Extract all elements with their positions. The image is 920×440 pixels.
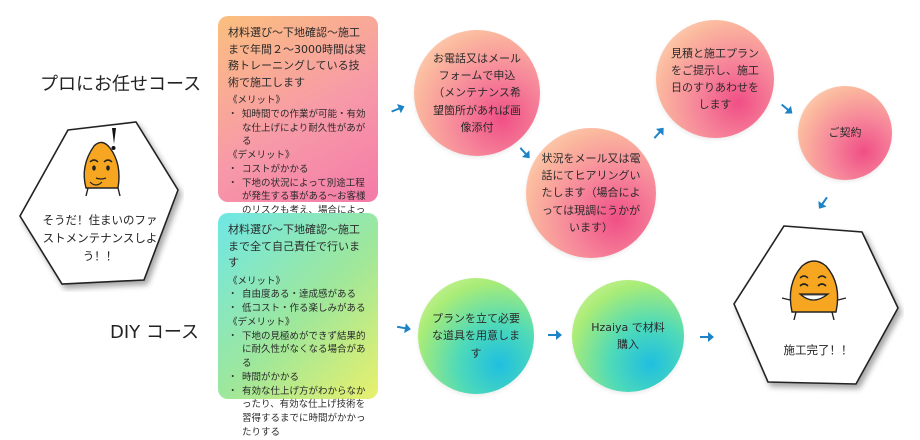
diy-demerit-item: 下地の見極めができず結果的に耐久性がなくなる場合がある	[228, 330, 368, 371]
thinking-character-icon	[83, 128, 121, 197]
diy-course-label: DIY コース	[110, 322, 199, 343]
pro-course-info-box: 材料選び〜下地確認〜施工まで年間２〜3000時間は実務トレーニングしている技術で…	[218, 16, 378, 230]
flow-arrow	[548, 330, 562, 340]
pro-merit-header: 《メリット》	[228, 95, 286, 106]
pro-step-contract: ご契約	[798, 86, 892, 180]
pro-demerit-header: 《デメリット》	[228, 150, 295, 162]
flow-arrow	[390, 102, 407, 117]
diy-step-purchase: Hzaiya で材料購入	[572, 280, 684, 392]
pro-intro: 材料選び〜下地確認〜施工まで年間２〜3000時間は実務トレーニングしている技術で…	[228, 26, 366, 89]
diagram-canvas: { "pro_course": { "label": "プロにお任せコース", …	[0, 0, 920, 418]
flow-arrow	[517, 144, 534, 161]
diy-intro: 材料選び〜下地確認〜施工まで全て自己責任で行います	[228, 223, 360, 269]
diy-demerit-item: 有効な仕上げ方がわからなかったり、有効な仕上げ技術を習得するまでに時間がかかった…	[228, 385, 368, 440]
diy-demerit-header: 《デメリット》	[228, 316, 295, 328]
flow-arrow	[700, 332, 714, 342]
flow-arrow	[815, 194, 831, 211]
diy-merit-header: 《メリット》	[228, 275, 286, 287]
start-text: そうだ！住まいのファストメンテナンスしよう！！	[42, 213, 158, 263]
start-hexagon	[19, 121, 179, 285]
diy-demerit-item: 時間がかかる	[228, 371, 368, 385]
flow-arrow	[778, 101, 795, 118]
diy-step-plan: プランを立て必要な道具を用意します	[418, 278, 534, 394]
diy-merit-item: 自由度ある・達成感がある	[228, 288, 368, 302]
pro-demerit-item: コストがかかる	[228, 163, 368, 177]
flow-arrow	[651, 124, 668, 141]
pro-step-estimate: 見積と施工プランをご提示し、施工日のすりあわせをします	[656, 20, 774, 138]
diy-merit-item: 低コスト・作る楽しみがある	[228, 302, 368, 316]
pro-step-apply: お電話又はメールフォームで申込（メンテナンス希望箇所があれば画像添付	[414, 30, 540, 156]
laughing-character-icon	[781, 260, 847, 321]
pro-merit-item: 知時間での作業が可能・有効な仕上げにより耐久性があがる	[228, 108, 368, 149]
end-text: 施工完了！！	[783, 343, 853, 357]
pro-course-label: プロにお任せコース	[40, 74, 202, 95]
diy-course-info-box: 材料選び〜下地確認〜施工まで全て自己責任で行います 《メリット》 自由度ある・達…	[218, 213, 378, 438]
flow-arrow	[396, 322, 412, 334]
pro-step-hearing: 状況をメール又は電話にてヒアリングいたします（場合によっては現調にうかがいます）	[526, 128, 656, 258]
